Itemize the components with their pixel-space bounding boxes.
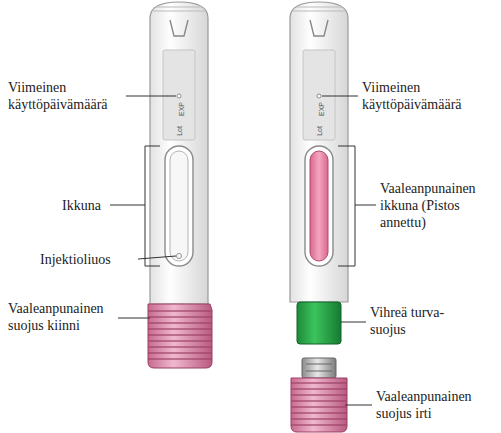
- window-label: Vaaleanpunainen ikkuna (Pistos annettu): [380, 180, 498, 231]
- lot-mark: Lot: [316, 126, 324, 136]
- pen-left: [148, 2, 212, 368]
- cap-label: Vaaleanpunainen suojus kiinni: [8, 300, 118, 334]
- cap-label: Vaaleanpunainen suojus irti: [376, 388, 494, 422]
- expiry-label: Viimeinen käyttöpäivämäärä: [362, 79, 492, 113]
- pen-right: [290, 2, 348, 432]
- expiry-label: Viimeinen käyttöpäivämäärä: [8, 79, 126, 113]
- exp-mark: EXP: [318, 102, 326, 116]
- guard-label: Vihreä turva- suojus: [370, 304, 462, 338]
- exp-mark: EXP: [178, 102, 186, 116]
- window-label: Ikkuna: [62, 197, 101, 214]
- lot-mark: Lot: [176, 126, 184, 136]
- solution-label: Injektioliuos: [40, 251, 111, 268]
- leader-lines: [110, 96, 376, 405]
